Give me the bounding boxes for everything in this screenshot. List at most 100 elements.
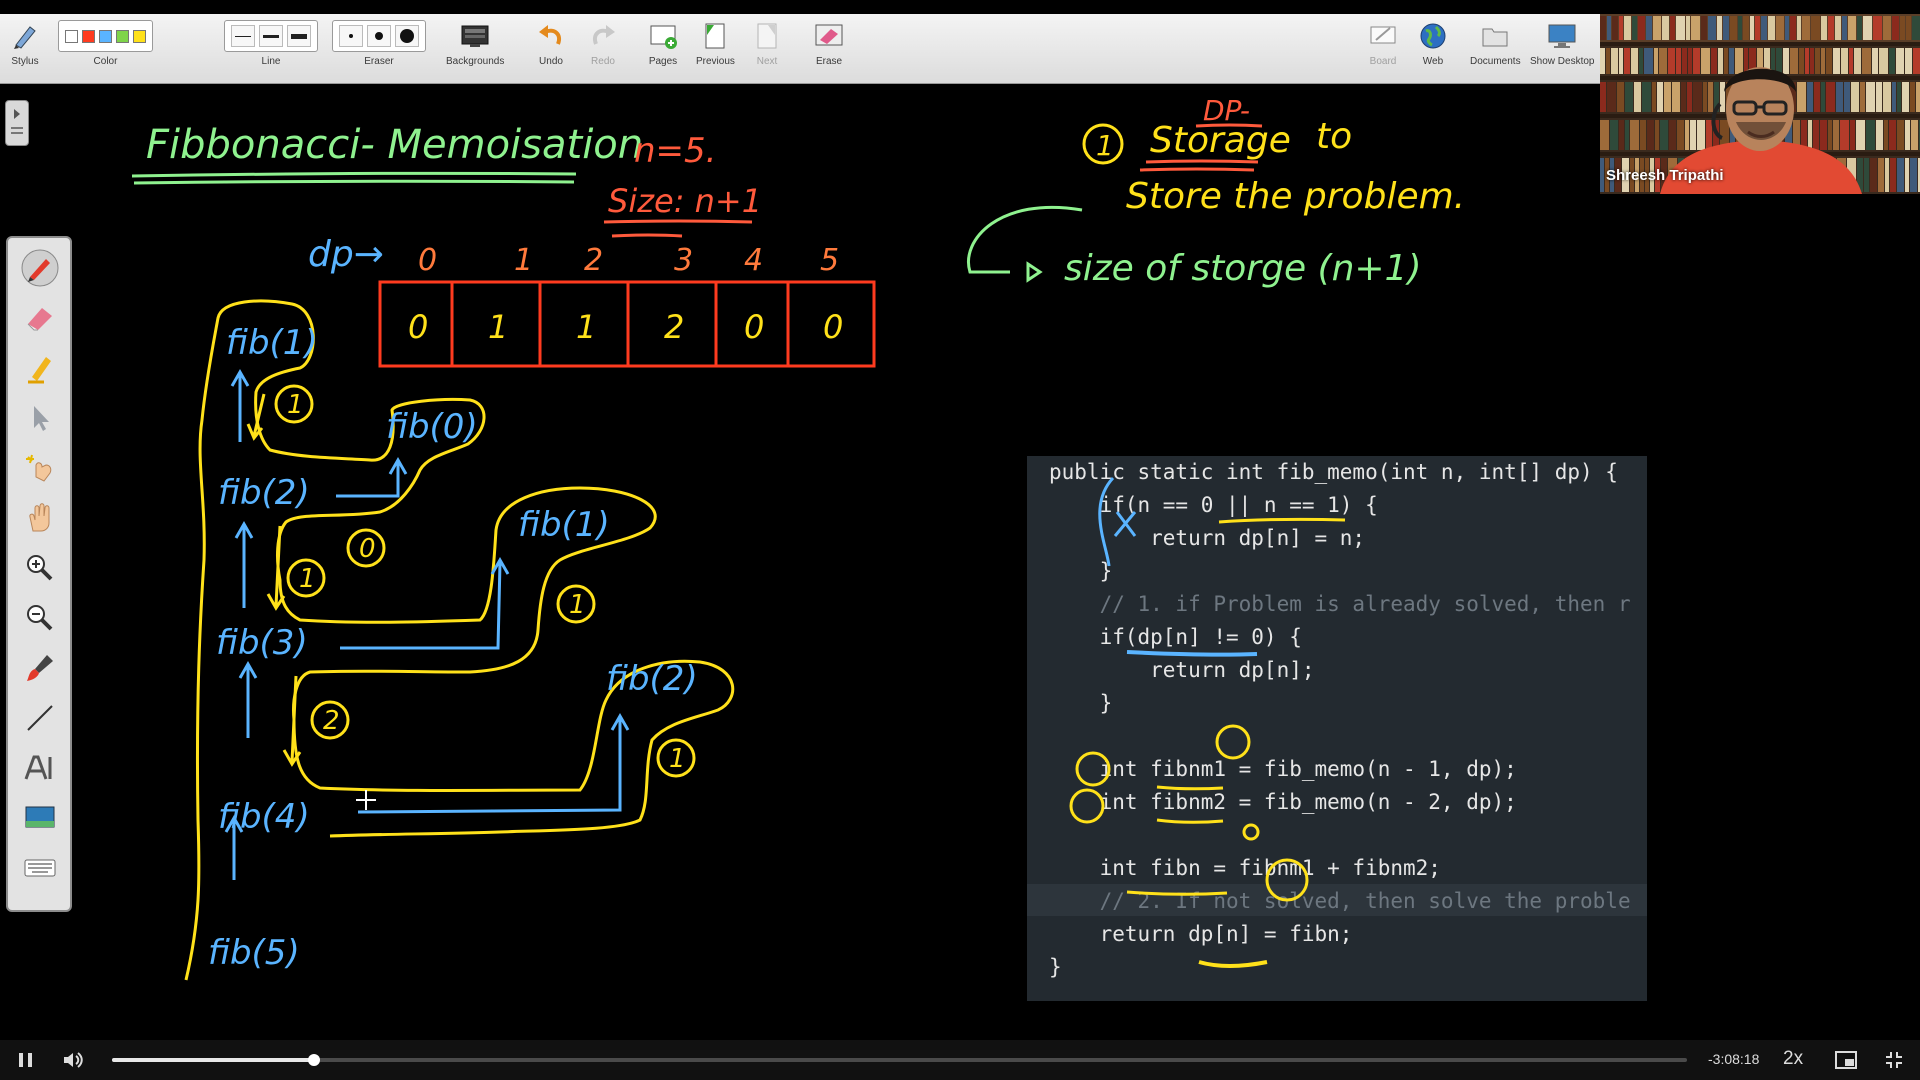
magic-pointer-button[interactable]	[18, 448, 62, 488]
color-swatch-white[interactable]	[65, 29, 78, 43]
line-tool: Line	[224, 20, 318, 67]
zoom-out-button[interactable]	[18, 598, 62, 638]
keyboard-button[interactable]	[18, 848, 62, 888]
dp-value-1: 1	[488, 308, 508, 346]
redo-icon	[586, 20, 620, 52]
book-spine	[1801, 120, 1807, 150]
color-swatch-blue[interactable]	[99, 29, 112, 43]
progress-track[interactable]	[112, 1054, 1687, 1066]
show-desktop-button[interactable]: Show Desktop	[1530, 20, 1594, 67]
color-swatch-green[interactable]	[116, 29, 129, 43]
stylus-tool[interactable]: Stylus	[8, 20, 42, 67]
arrow-up-1	[224, 814, 244, 880]
book-spine	[1686, 16, 1690, 40]
book-spine	[1821, 48, 1825, 74]
book-spine	[1612, 16, 1618, 40]
book-spine	[1655, 158, 1660, 192]
undo-button[interactable]: Undo	[534, 20, 568, 67]
book-spine	[1820, 120, 1827, 150]
web-button[interactable]: Web	[1416, 20, 1450, 67]
book-spine	[1650, 158, 1654, 192]
book-spine	[1717, 16, 1722, 40]
line-medium-option[interactable]	[259, 25, 283, 47]
book-spine	[1821, 16, 1827, 40]
backgrounds-button[interactable]: Backgrounds	[446, 20, 504, 67]
book-spine	[1677, 120, 1684, 150]
eraser-tool-button[interactable]	[18, 298, 62, 338]
yellow-arrows	[246, 393, 302, 767]
select-tool-button[interactable]	[18, 398, 62, 438]
book-spine	[1639, 48, 1643, 74]
book-spine	[1850, 120, 1855, 150]
code-line-1: public static int fib_memo(int n, int[] …	[1049, 460, 1618, 484]
exit-fullscreen-icon[interactable]	[1884, 1050, 1904, 1070]
folder-icon	[1478, 20, 1512, 52]
book-spine	[1605, 158, 1609, 192]
circled-number-ring	[310, 700, 350, 740]
book-spine	[1625, 82, 1633, 112]
book-spine	[1833, 48, 1840, 74]
brush-tool-button[interactable]	[18, 648, 62, 688]
book-spine	[1606, 48, 1610, 74]
book-spine	[1860, 82, 1865, 112]
board-button[interactable]: Board	[1366, 20, 1400, 67]
line-widths	[224, 20, 318, 52]
arrow-up-4	[230, 368, 250, 442]
text-tool-button[interactable]	[18, 748, 62, 788]
book-spine	[1878, 158, 1884, 192]
storage-underline	[1145, 159, 1259, 164]
redo-button[interactable]: Redo	[586, 20, 620, 67]
color-tool: Color	[58, 20, 153, 67]
code-line-10: int fibnm1 = fib_memo(n - 1, dp);	[1049, 757, 1517, 781]
video-player-bar: -3:08:18 2x	[0, 1040, 1920, 1080]
eraser-small-option[interactable]	[339, 25, 363, 47]
book-spine	[1912, 16, 1920, 40]
pages-button[interactable]: Pages	[646, 20, 680, 67]
screen-capture-button[interactable]	[18, 798, 62, 838]
highlighter-tool-button[interactable]	[18, 348, 62, 388]
book-spine	[1900, 16, 1905, 40]
playback-speed-button[interactable]: 2x	[1783, 1048, 1804, 1069]
volume-icon[interactable]	[62, 1050, 86, 1070]
pages-panel-toggle[interactable]	[5, 100, 29, 146]
previous-button[interactable]: Previous	[696, 20, 735, 67]
eraser-large-option[interactable]	[395, 25, 419, 47]
arrow-up-2	[238, 660, 258, 738]
keyboard-icon	[24, 859, 56, 877]
underline-return	[1198, 960, 1268, 968]
book-spine	[1883, 16, 1891, 40]
color-swatch-red[interactable]	[82, 29, 95, 43]
book-spine	[1797, 82, 1806, 112]
zoom-in-button[interactable]	[18, 548, 62, 588]
color-swatch-yellow[interactable]	[133, 29, 146, 43]
undo-label: Undo	[539, 56, 563, 67]
eraser-medium-option[interactable]	[367, 25, 391, 47]
fib-node-5: fib(2)	[606, 659, 698, 699]
picture-in-picture-icon[interactable]	[1834, 1050, 1858, 1070]
book-spine	[1889, 48, 1895, 74]
monitor-icon	[1545, 20, 1579, 52]
backgrounds-icon	[458, 20, 492, 52]
pause-icon[interactable]	[16, 1050, 36, 1070]
cursor-arrow-icon	[34, 406, 49, 431]
book-spine	[1682, 48, 1687, 74]
line-tool-button[interactable]	[18, 698, 62, 738]
erase-button[interactable]: Erase	[812, 20, 846, 67]
underline-condition	[1218, 517, 1346, 524]
book-spine	[1897, 120, 1904, 150]
pen-tool-button[interactable]	[18, 248, 62, 288]
documents-button[interactable]: Documents	[1470, 20, 1521, 67]
line-thin-option[interactable]	[231, 25, 255, 47]
book-spine	[1724, 48, 1728, 74]
book-spine	[1889, 120, 1896, 150]
book-spine	[1897, 158, 1904, 192]
pan-tool-button[interactable]	[18, 498, 62, 538]
book-spine	[1617, 82, 1624, 112]
dp-note-1a: Storage	[1150, 120, 1291, 161]
book-spine	[1652, 82, 1656, 112]
next-button[interactable]: Next	[750, 20, 784, 67]
progress-handle[interactable]	[307, 1054, 320, 1066]
redo-label: Redo	[591, 56, 615, 67]
line-thick-option[interactable]	[287, 25, 311, 47]
dp-value-3: 2	[664, 308, 684, 346]
